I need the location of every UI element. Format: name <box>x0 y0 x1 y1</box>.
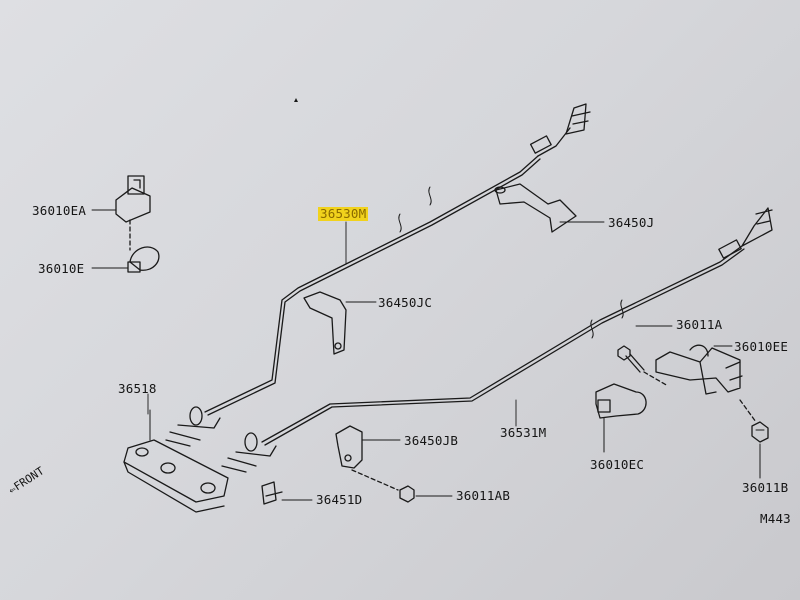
clip-36450jb <box>335 425 399 491</box>
clip-36010e <box>127 246 160 273</box>
leader-lines <box>91 209 733 501</box>
bracket-36010ea <box>115 175 151 251</box>
label-36010EE: 36010EE <box>734 339 789 354</box>
bolt-36011ab <box>399 485 415 503</box>
label-36011B: 36011B <box>742 480 789 495</box>
label-36010EA: 36010EA <box>32 203 87 218</box>
label-36011A: 36011A <box>676 317 723 332</box>
label-36451D: 36451D <box>316 492 363 507</box>
bracket-36450jc <box>303 291 347 355</box>
label-36450JB: 36450JB <box>404 433 459 448</box>
page-code: M443 <box>760 511 791 526</box>
cable-ends <box>165 406 277 473</box>
nut-36011b <box>739 399 769 479</box>
mark-triangle <box>294 98 298 102</box>
label-36518: 36518 <box>118 381 157 396</box>
bracket-36010ee <box>655 344 743 395</box>
label-36450J: 36450J <box>608 215 655 230</box>
bracket-36450j <box>494 183 577 233</box>
label-36530M-highlighted: 36530M <box>318 206 369 221</box>
label-36531M: 36531M <box>500 425 547 440</box>
clip-36451d <box>261 481 283 505</box>
cable-36530m <box>204 103 591 416</box>
cable-36531m <box>261 207 773 446</box>
bolt-36011a <box>617 345 669 387</box>
label-36010EC: 36010EC <box>590 457 645 472</box>
label-36011AB: 36011AB <box>456 488 511 503</box>
label-36450JC: 36450JC <box>378 295 433 310</box>
label-36010E: 36010E <box>38 261 85 276</box>
plate-36518 <box>123 409 229 513</box>
clip-36010ec <box>595 383 647 453</box>
